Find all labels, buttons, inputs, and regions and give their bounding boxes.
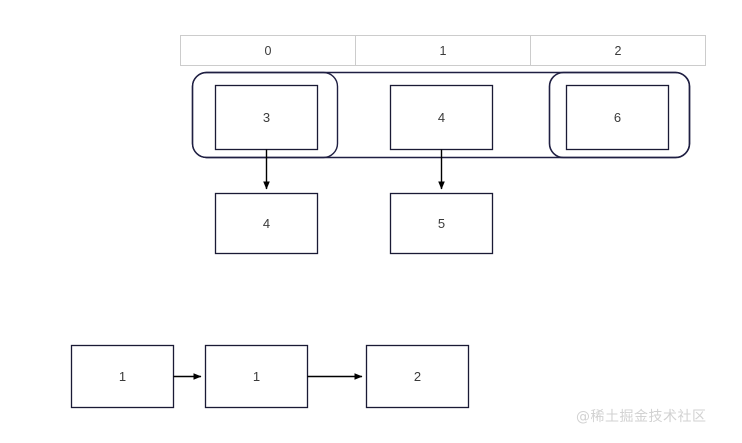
chain-node-1a[interactable] (70, 344, 175, 409)
child-node-5[interactable] (389, 192, 494, 255)
bucket-group-0-outline[interactable] (191, 71, 339, 159)
bucket-node-6[interactable] (565, 84, 670, 151)
watermark: @稀土掘金技术社区 (576, 409, 707, 425)
index-label-0: 0 (264, 43, 272, 58)
index-label-1: 1 (439, 43, 447, 58)
index-cell-0[interactable] (180, 35, 356, 66)
chain-node-1b[interactable] (204, 344, 309, 409)
index-cell-2[interactable] (530, 35, 706, 66)
index-cell-1[interactable] (355, 35, 531, 66)
chain-node-2[interactable] (365, 344, 470, 409)
index-header-row (180, 35, 706, 66)
bucket-node-3[interactable] (214, 84, 319, 151)
index-label-2: 2 (614, 43, 622, 58)
bucket-node-4[interactable] (389, 84, 494, 151)
bucket-group-2-outline[interactable] (548, 71, 691, 159)
child-node-4[interactable] (214, 192, 319, 255)
